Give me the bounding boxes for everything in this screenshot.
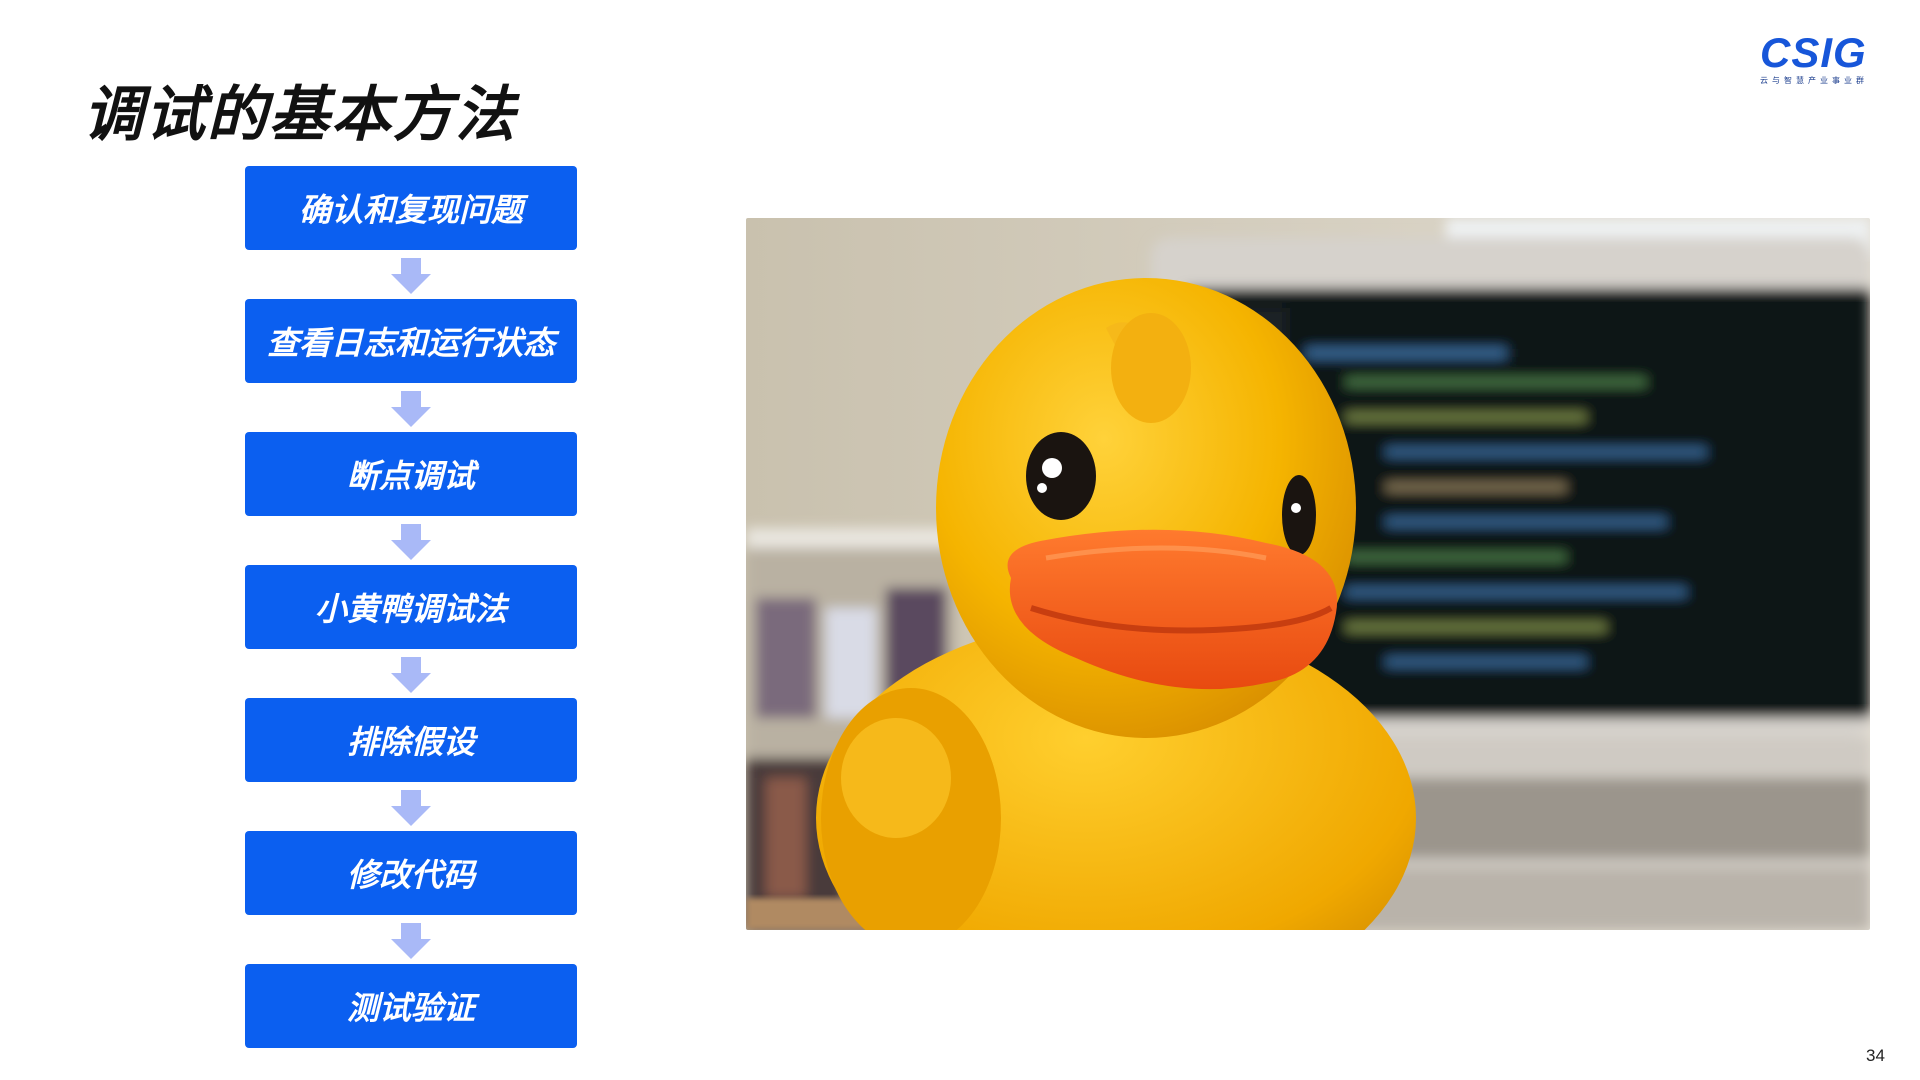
down-arrow-icon <box>391 258 431 294</box>
step-label: 小黄鸭调试法 <box>314 590 507 628</box>
rubber-duck-photo <box>746 218 1870 930</box>
step-label: 测试验证 <box>346 989 475 1027</box>
step-label: 修改代码 <box>346 856 475 894</box>
csig-logo: CSIG 云与智慧产业事业群 <box>1760 29 1884 86</box>
step-box-5[interactable]: 排除假设 <box>245 698 577 782</box>
step-box-3[interactable]: 断点调试 <box>245 432 577 516</box>
down-arrow-icon <box>391 923 431 959</box>
step-label: 排除假设 <box>346 723 475 761</box>
page-number: 34 <box>1866 1046 1885 1065</box>
step-box-4[interactable]: 小黄鸭调试法 <box>245 565 577 649</box>
step-label: 查看日志和运行状态 <box>266 324 555 362</box>
step-label: 断点调试 <box>346 457 475 495</box>
down-arrow-icon <box>391 524 431 560</box>
slide-title: 调试的基本方法 <box>83 80 517 150</box>
step-label: 确认和复现问题 <box>298 191 523 229</box>
step-box-2[interactable]: 查看日志和运行状态 <box>245 299 577 383</box>
down-arrow-icon <box>391 657 431 693</box>
down-arrow-icon <box>391 391 431 427</box>
step-box-6[interactable]: 修改代码 <box>245 831 577 915</box>
step-box-7[interactable]: 测试验证 <box>245 964 577 1048</box>
step-box-1[interactable]: 确认和复现问题 <box>245 166 577 250</box>
down-arrow-icon <box>391 790 431 826</box>
logo-subtitle: 云与智慧产业事业群 <box>1760 76 1868 85</box>
logo-wordmark: CSIG <box>1760 29 1867 76</box>
